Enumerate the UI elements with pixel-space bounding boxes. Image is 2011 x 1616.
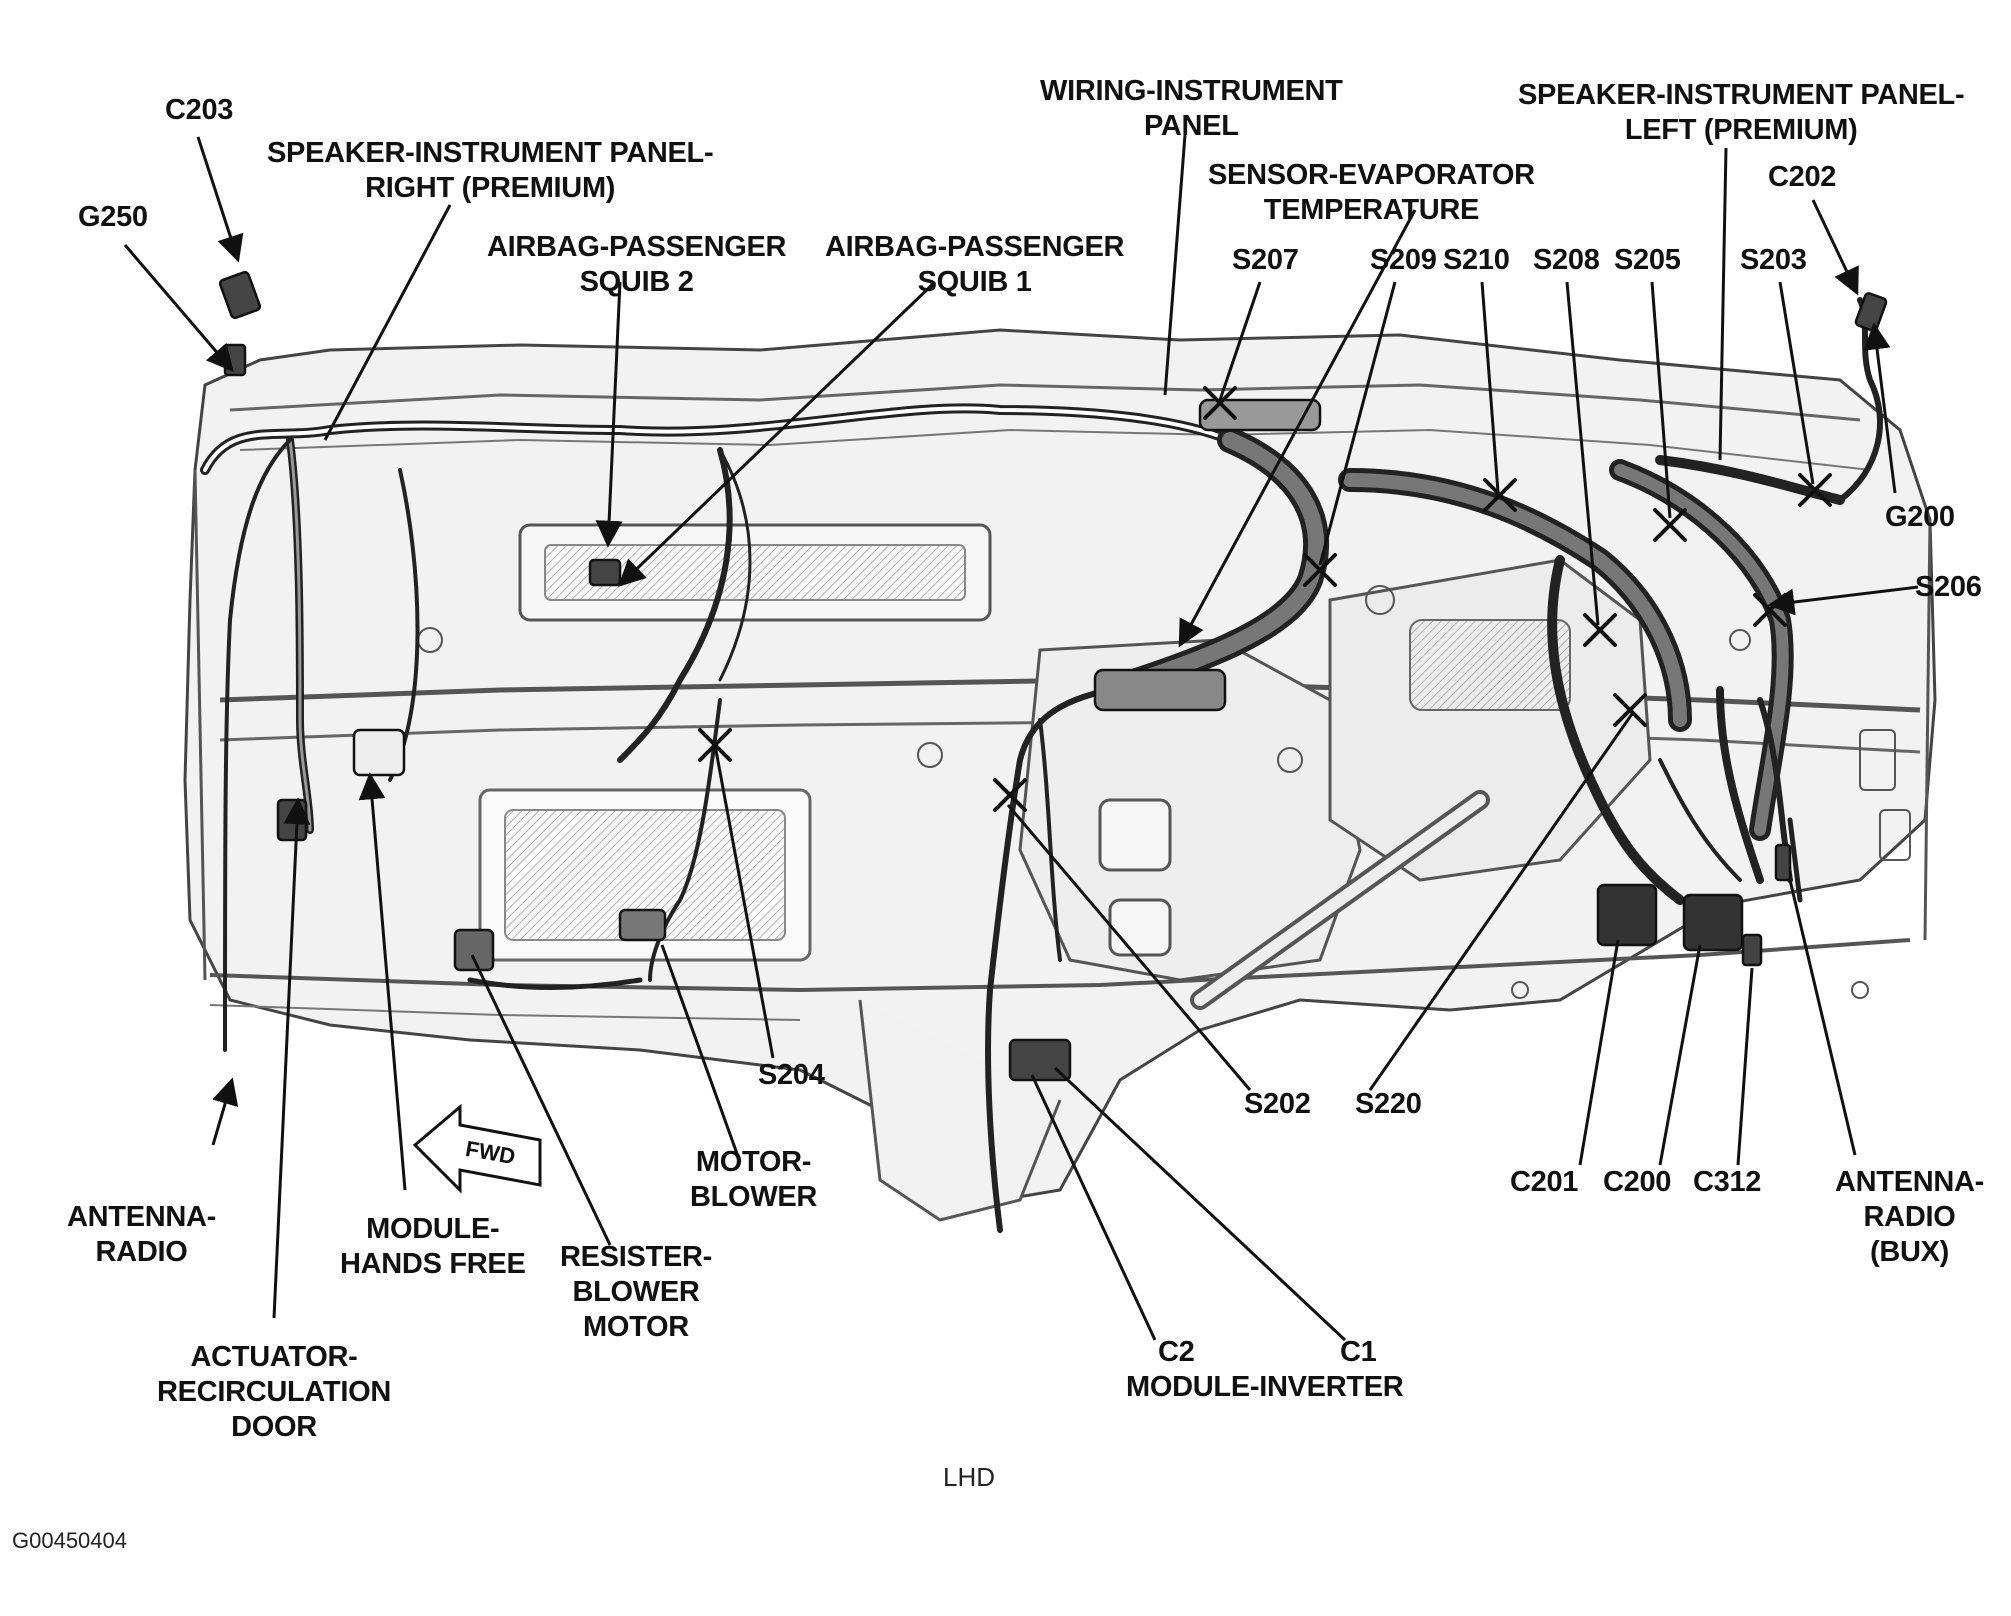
splice-s202-marker (993, 778, 1027, 812)
callout-antenna-radio: ANTENNA-RADIO (67, 1201, 217, 1268)
callout-c312: C312 (1693, 1166, 1762, 1198)
forward-direction-arrow: FWD (412, 1103, 542, 1194)
callout-s204: S204 (758, 1059, 825, 1091)
callout-g250: G250 (78, 201, 148, 233)
callout-s210: S210 (1443, 244, 1510, 276)
callout-s208: S208 (1533, 244, 1600, 276)
callout-s206: S206 (1915, 571, 1982, 603)
connector-shapes (218, 270, 1888, 1082)
splice-s208-marker (1583, 613, 1617, 647)
figure-id: G00450404 (12, 1528, 127, 1553)
splice-s205-marker (1653, 508, 1687, 542)
callout-c1: C1 (1340, 1336, 1377, 1368)
callout-speaker-right: SPEAKER-INSTRUMENT PANEL-RIGHT (PREMIUM) (267, 137, 714, 204)
callout-speaker-left: SPEAKER-INSTRUMENT PANEL-LEFT (PREMIUM) (1518, 79, 1965, 146)
callout-module-inverter: MODULE-INVERTER (1126, 1371, 1404, 1403)
callout-s207: S207 (1232, 244, 1299, 276)
callout-s205: S205 (1614, 244, 1681, 276)
callout-antenna-radio-bux: ANTENNA-RADIO(BUX) (1835, 1166, 1985, 1268)
leader-lines (123, 134, 1919, 1342)
callout-c201: C201 (1510, 1166, 1579, 1198)
view-label: LHD (943, 1462, 996, 1492)
splice-s203-marker (1798, 473, 1832, 507)
splice-s220-marker (1613, 693, 1647, 727)
callout-c203: C203 (165, 94, 234, 126)
callout-s203: S203 (1740, 244, 1807, 276)
callout-c200: C200 (1603, 1166, 1672, 1198)
callout-s209: S209 (1370, 244, 1437, 276)
callout-s220: S220 (1355, 1088, 1422, 1120)
splice-s209-marker (1303, 553, 1337, 587)
callout-c2: C2 (1158, 1336, 1195, 1368)
callout-module-hands-free: MODULE-HANDS FREE (340, 1213, 526, 1280)
callout-s202: S202 (1244, 1088, 1311, 1120)
callout-g200: G200 (1885, 501, 1955, 533)
splice-s207-marker (1203, 386, 1237, 420)
callout-motor-blower: MOTOR-BLOWER (690, 1146, 818, 1213)
callout-c202: C202 (1768, 161, 1837, 193)
splice-s210-marker (1483, 478, 1517, 512)
